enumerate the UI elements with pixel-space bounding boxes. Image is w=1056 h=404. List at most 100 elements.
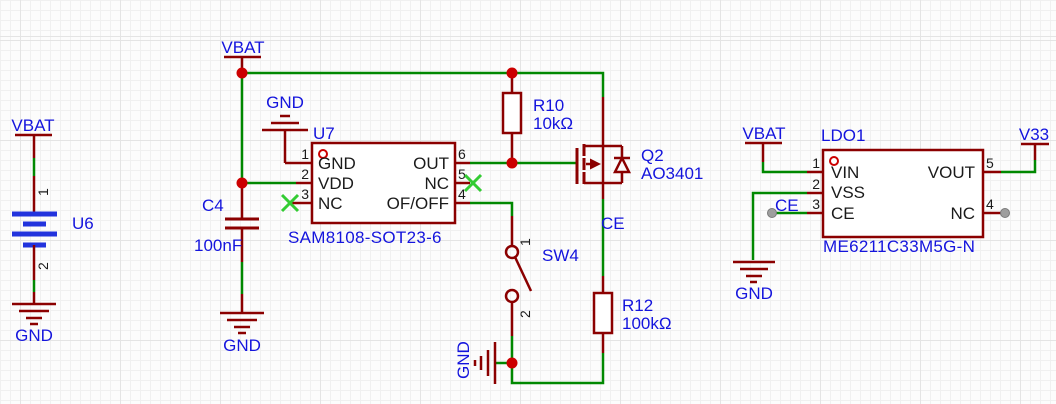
ldo1-body[interactable] bbox=[821, 148, 985, 239]
r12-resistor[interactable]: R12 100kΩ bbox=[592, 276, 672, 353]
wire-vss-to-gnd[interactable] bbox=[751, 191, 807, 260]
pin-name: NC bbox=[424, 174, 449, 193]
switch-symbol-icon bbox=[504, 244, 533, 304]
ground-symbol-icon bbox=[12, 302, 56, 326]
pin-name: OF/OFF bbox=[387, 194, 449, 213]
net-label-gnd[interactable]: GND bbox=[15, 326, 53, 345]
wire-vbat-rail[interactable] bbox=[242, 71, 605, 97]
q2-refdes[interactable]: Q2 bbox=[641, 146, 664, 165]
capacitor-symbol-icon bbox=[225, 217, 259, 230]
sw4-pin-number-bottom: 2 bbox=[517, 310, 533, 318]
pin-number: 4 bbox=[986, 196, 994, 212]
ldo1-refdes[interactable]: LDO1 bbox=[821, 126, 865, 145]
battery-refdes[interactable]: U6 bbox=[72, 214, 94, 233]
pin-number: 5 bbox=[458, 166, 466, 182]
pin-name: VIN bbox=[831, 163, 859, 182]
pin1-marker-icon bbox=[829, 156, 839, 166]
net-label-gnd[interactable]: GND bbox=[223, 336, 261, 355]
resistor-symbol-icon bbox=[501, 91, 523, 135]
gnd-flag-ldo[interactable]: GND bbox=[733, 260, 775, 303]
u7-regulator[interactable]: U7 1 2 3 GND VDD NC 6 5 4 OUT NC OF/OFF … bbox=[280, 124, 483, 247]
no-connect-x-icon bbox=[280, 193, 300, 213]
net-label-gnd[interactable]: GND bbox=[454, 341, 473, 379]
pin-number: 3 bbox=[812, 196, 820, 212]
junction-dot bbox=[506, 157, 518, 169]
gnd-flag-u7[interactable]: GND bbox=[262, 93, 312, 165]
power-flag-vbat-ldo[interactable]: VBAT bbox=[742, 124, 786, 162]
battery-u6[interactable]: 1 U6 2 bbox=[12, 176, 94, 280]
u7-body[interactable] bbox=[310, 141, 457, 225]
net-label-gnd[interactable]: GND bbox=[266, 93, 304, 112]
unconnected-pad-icon bbox=[767, 208, 777, 218]
junction-dot bbox=[236, 67, 248, 79]
pin-number: 2 bbox=[301, 166, 309, 182]
pin1-marker-icon bbox=[318, 149, 328, 159]
u7-part-number[interactable]: SAM8108-SOT23-6 bbox=[288, 228, 442, 247]
pin-number: 6 bbox=[458, 146, 466, 162]
gnd-flag-c4[interactable]: GND bbox=[220, 294, 264, 355]
pin-name: NC bbox=[950, 204, 975, 223]
junction-dots bbox=[236, 67, 518, 369]
wire-sw-to-r12[interactable] bbox=[510, 353, 605, 385]
ground-symbol-icon bbox=[220, 311, 264, 335]
unconnected-pad-icon bbox=[1000, 208, 1010, 218]
pin-name: VOUT bbox=[928, 163, 975, 182]
mosfet-symbol-icon bbox=[575, 144, 632, 185]
ground-symbol-icon bbox=[262, 114, 312, 165]
q2-mosfet[interactable]: Q2 AO3401 bbox=[575, 97, 703, 199]
net-label-gnd[interactable]: GND bbox=[735, 284, 773, 303]
ground-symbol-icon bbox=[733, 260, 775, 284]
pin-name: GND bbox=[318, 154, 356, 173]
net-label-v33[interactable]: V33 bbox=[1019, 125, 1049, 144]
junction-dot bbox=[236, 177, 248, 189]
pin-name: VSS bbox=[831, 183, 865, 202]
wire-vout-to-v33[interactable] bbox=[1001, 160, 1037, 174]
battery-symbol-icon bbox=[12, 211, 57, 248]
q2-part-number[interactable]: AO3401 bbox=[641, 164, 703, 183]
ldo1-part-number[interactable]: ME6211C33M5G-N bbox=[823, 237, 975, 256]
gnd-flag-sw4[interactable]: GND bbox=[454, 341, 497, 384]
net-label-ce[interactable]: CE bbox=[775, 196, 799, 215]
c4-capacitor[interactable]: C4 100nF bbox=[194, 183, 259, 262]
pin-number: 3 bbox=[301, 186, 309, 202]
net-label-ce[interactable]: CE bbox=[601, 214, 625, 233]
no-connect-x-icon bbox=[463, 173, 483, 193]
r12-refdes[interactable]: R12 bbox=[622, 296, 653, 315]
wire-ofoff-to-sw[interactable] bbox=[470, 201, 514, 216]
gnd-flag-battery[interactable]: GND bbox=[12, 292, 56, 345]
r10-refdes[interactable]: R10 bbox=[533, 96, 564, 115]
pin-number: 5 bbox=[986, 155, 994, 171]
r10-resistor[interactable]: R10 10kΩ bbox=[501, 73, 573, 163]
net-label-vbat[interactable]: VBAT bbox=[742, 124, 785, 143]
r10-value[interactable]: 10kΩ bbox=[533, 114, 573, 133]
battery-pin-number-top: 1 bbox=[35, 188, 51, 196]
pin-name: NC bbox=[318, 194, 343, 213]
power-flag-vbat-left[interactable]: VBAT bbox=[11, 116, 55, 158]
sw4-refdes[interactable]: SW4 bbox=[542, 246, 579, 265]
ldo1-regulator[interactable]: LDO1 1 2 3 VIN VSS CE 5 4 VOUT NC ME6211… bbox=[807, 126, 1010, 256]
pin-number: 1 bbox=[812, 155, 820, 171]
net-label-vbat[interactable]: VBAT bbox=[221, 38, 264, 57]
pin-number: 2 bbox=[812, 176, 820, 192]
pin-name: OUT bbox=[413, 154, 449, 173]
pin-number: 1 bbox=[301, 146, 309, 162]
sw4-switch[interactable]: 1 2 SW4 bbox=[504, 216, 579, 336]
net-wires[interactable] bbox=[32, 71, 1037, 385]
pin-name: CE bbox=[831, 204, 855, 223]
ce-net-label-ldo[interactable]: CE bbox=[767, 196, 799, 218]
net-label-vbat[interactable]: VBAT bbox=[11, 116, 54, 135]
wire-vbat-to-vin[interactable] bbox=[761, 162, 807, 174]
battery-pin-number-bottom: 2 bbox=[35, 262, 51, 270]
power-flag-v33[interactable]: V33 bbox=[1019, 125, 1049, 160]
c4-value[interactable]: 100nF bbox=[194, 236, 242, 255]
junction-dot bbox=[506, 67, 518, 79]
pin-number: 4 bbox=[458, 186, 466, 202]
u7-refdes[interactable]: U7 bbox=[313, 124, 335, 143]
sw4-pin-number-top: 1 bbox=[517, 238, 533, 246]
c4-refdes[interactable]: C4 bbox=[202, 196, 224, 215]
ground-symbol-icon bbox=[473, 342, 497, 384]
junction-dot bbox=[506, 357, 518, 369]
resistor-symbol-icon bbox=[592, 291, 614, 335]
r12-value[interactable]: 100kΩ bbox=[622, 314, 672, 333]
